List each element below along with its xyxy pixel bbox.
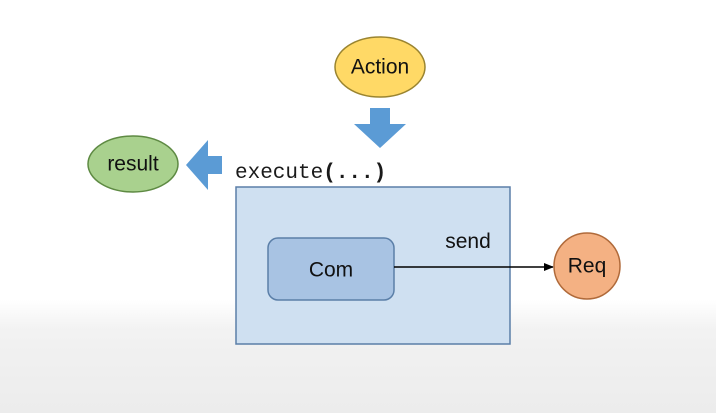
execute-method-args: (...) — [323, 162, 386, 185]
req-label: Req — [568, 255, 607, 278]
execute-method-name: execute — [235, 162, 323, 185]
result-label: result — [107, 153, 159, 176]
action-node: Action — [334, 36, 426, 98]
com-label: Com — [309, 259, 353, 282]
req-node: Req — [553, 232, 621, 300]
result-node: result — [87, 135, 179, 193]
action-label: Action — [351, 56, 409, 79]
com-node: Com — [267, 237, 395, 301]
com-box — [267, 237, 395, 301]
execute-method-label: execute(...) — [235, 162, 386, 185]
action-ellipse — [334, 36, 426, 98]
result-ellipse — [87, 135, 179, 193]
req-ellipse — [553, 232, 621, 300]
down-arrow-icon — [354, 108, 406, 148]
left-arrow-icon — [186, 140, 222, 190]
send-label: send — [445, 230, 491, 253]
